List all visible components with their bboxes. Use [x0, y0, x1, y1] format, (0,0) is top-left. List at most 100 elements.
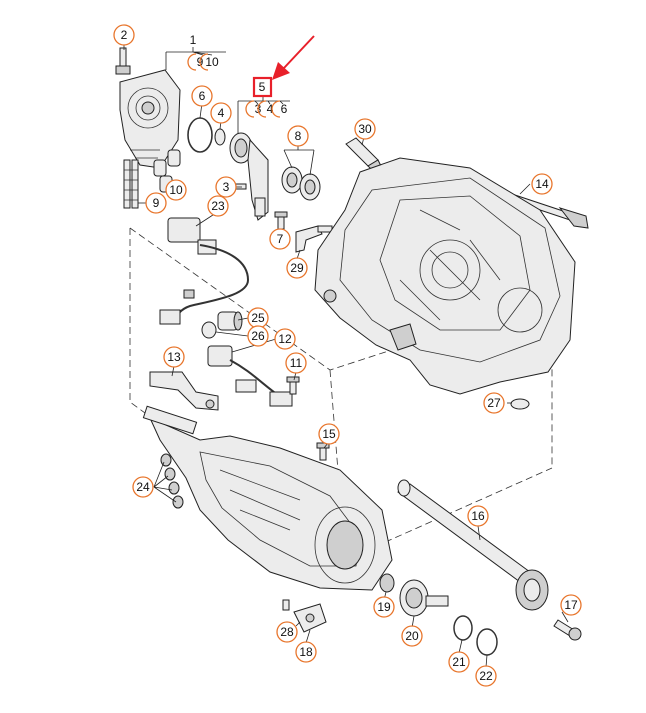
callout-12: 12 — [274, 328, 296, 350]
callout-number: 20 — [405, 629, 419, 643]
callout-number: 11 — [290, 356, 303, 370]
callout-circle — [467, 505, 489, 527]
callout-circle — [269, 228, 291, 250]
red-arrow-indicator — [272, 35, 315, 80]
callout-number: 4 — [267, 102, 274, 116]
callout-3: 3 — [215, 176, 237, 198]
callout-number: 6 — [281, 102, 288, 116]
callout-arc — [199, 53, 209, 71]
callout-number: 6 — [199, 89, 206, 103]
callout-number: 7 — [277, 232, 284, 246]
callout-circle — [318, 423, 340, 445]
shaft-16 — [397, 479, 549, 611]
callout-number: 29 — [290, 261, 304, 275]
callout-21: 21 — [448, 651, 470, 673]
callout-10: 10 — [199, 53, 219, 71]
callout-6: 6 — [191, 85, 213, 107]
callout-3: 3 — [245, 100, 262, 118]
callout-circle — [287, 125, 309, 147]
bolt-2 — [115, 47, 131, 75]
callout-number: 1 — [190, 33, 197, 47]
grease-tube-30 — [345, 137, 383, 171]
callout-circle — [373, 596, 395, 618]
callout-13: 13 — [163, 346, 185, 368]
bracket-13 — [149, 371, 219, 411]
callout-number: 2 — [121, 28, 128, 42]
callout-number: 8 — [295, 129, 302, 143]
callout-number: 13 — [167, 350, 181, 364]
callout-circle — [132, 476, 154, 498]
transmission-body — [142, 405, 393, 591]
callout-30: 30 — [354, 118, 376, 140]
callout-circle — [113, 24, 135, 46]
seal-26 — [201, 321, 217, 339]
callout-2: 2 — [113, 24, 135, 46]
callout-arc — [187, 53, 197, 71]
callout-number: 24 — [136, 480, 150, 494]
callout-23: 23 — [207, 195, 229, 217]
gear-19 — [379, 573, 395, 593]
gearbox-housing — [314, 157, 576, 395]
pins-9 — [123, 159, 139, 209]
callout-number: 10 — [169, 183, 183, 197]
callout-18: 18 — [295, 641, 317, 663]
callout-circle — [191, 85, 213, 107]
plug-27 — [510, 398, 530, 410]
callout-number: 18 — [299, 645, 313, 659]
cover-18 — [293, 603, 327, 633]
callout-arc — [257, 100, 267, 118]
callout-24: 24 — [132, 476, 154, 498]
callout-circle — [207, 195, 229, 217]
callout-number: 27 — [487, 396, 501, 410]
callout-circle — [475, 665, 497, 687]
callout-8: 8 — [287, 125, 309, 147]
callout-circle — [163, 346, 185, 368]
ring-22 — [476, 628, 498, 656]
callout-15: 15 — [318, 423, 340, 445]
callout-circle — [276, 621, 298, 643]
o-ring-6 — [187, 117, 213, 153]
callout-17: 17 — [560, 594, 582, 616]
bolt-15 — [316, 442, 330, 461]
seals-24 — [160, 453, 184, 509]
callout-26: 26 — [247, 325, 269, 347]
callout-circle — [295, 641, 317, 663]
callout-9: 9 — [187, 53, 204, 71]
screw-7 — [274, 211, 288, 230]
highlight-box-5 — [252, 76, 273, 98]
gear-20 — [399, 579, 449, 617]
callout-circle — [286, 257, 308, 279]
bearing-housing-5 — [229, 132, 269, 221]
callout-number: 19 — [377, 600, 391, 614]
callout-circle — [247, 325, 269, 347]
callout-9: 9 — [145, 192, 167, 214]
callout-number: 12 — [278, 332, 292, 346]
callout-7: 7 — [269, 228, 291, 250]
callout-number: 3 — [223, 180, 230, 194]
sleeves-10 — [153, 149, 181, 193]
callout-27: 27 — [483, 392, 505, 414]
callout-16: 16 — [467, 505, 489, 527]
callout-number: 5 — [259, 80, 266, 94]
callout-number: 22 — [479, 669, 493, 683]
callout-19: 19 — [373, 596, 395, 618]
callout-circle — [165, 179, 187, 201]
bolt-17 — [553, 619, 582, 641]
callout-circle — [215, 176, 237, 198]
callout-number: 10 — [205, 55, 219, 69]
ring-21 — [453, 615, 473, 641]
callout-number: 14 — [535, 177, 549, 191]
callout-circle — [210, 102, 232, 124]
callout-14: 14 — [531, 173, 553, 195]
callout-25: 25 — [247, 307, 269, 329]
callout-11: 11 — [285, 352, 307, 374]
callout-4: 4 — [257, 100, 274, 118]
callout-number: 26 — [251, 329, 265, 343]
callout-number: 30 — [358, 122, 372, 136]
callout-10: 10 — [165, 179, 187, 201]
callout-1: 1 — [190, 33, 197, 47]
callout-20: 20 — [401, 625, 423, 647]
